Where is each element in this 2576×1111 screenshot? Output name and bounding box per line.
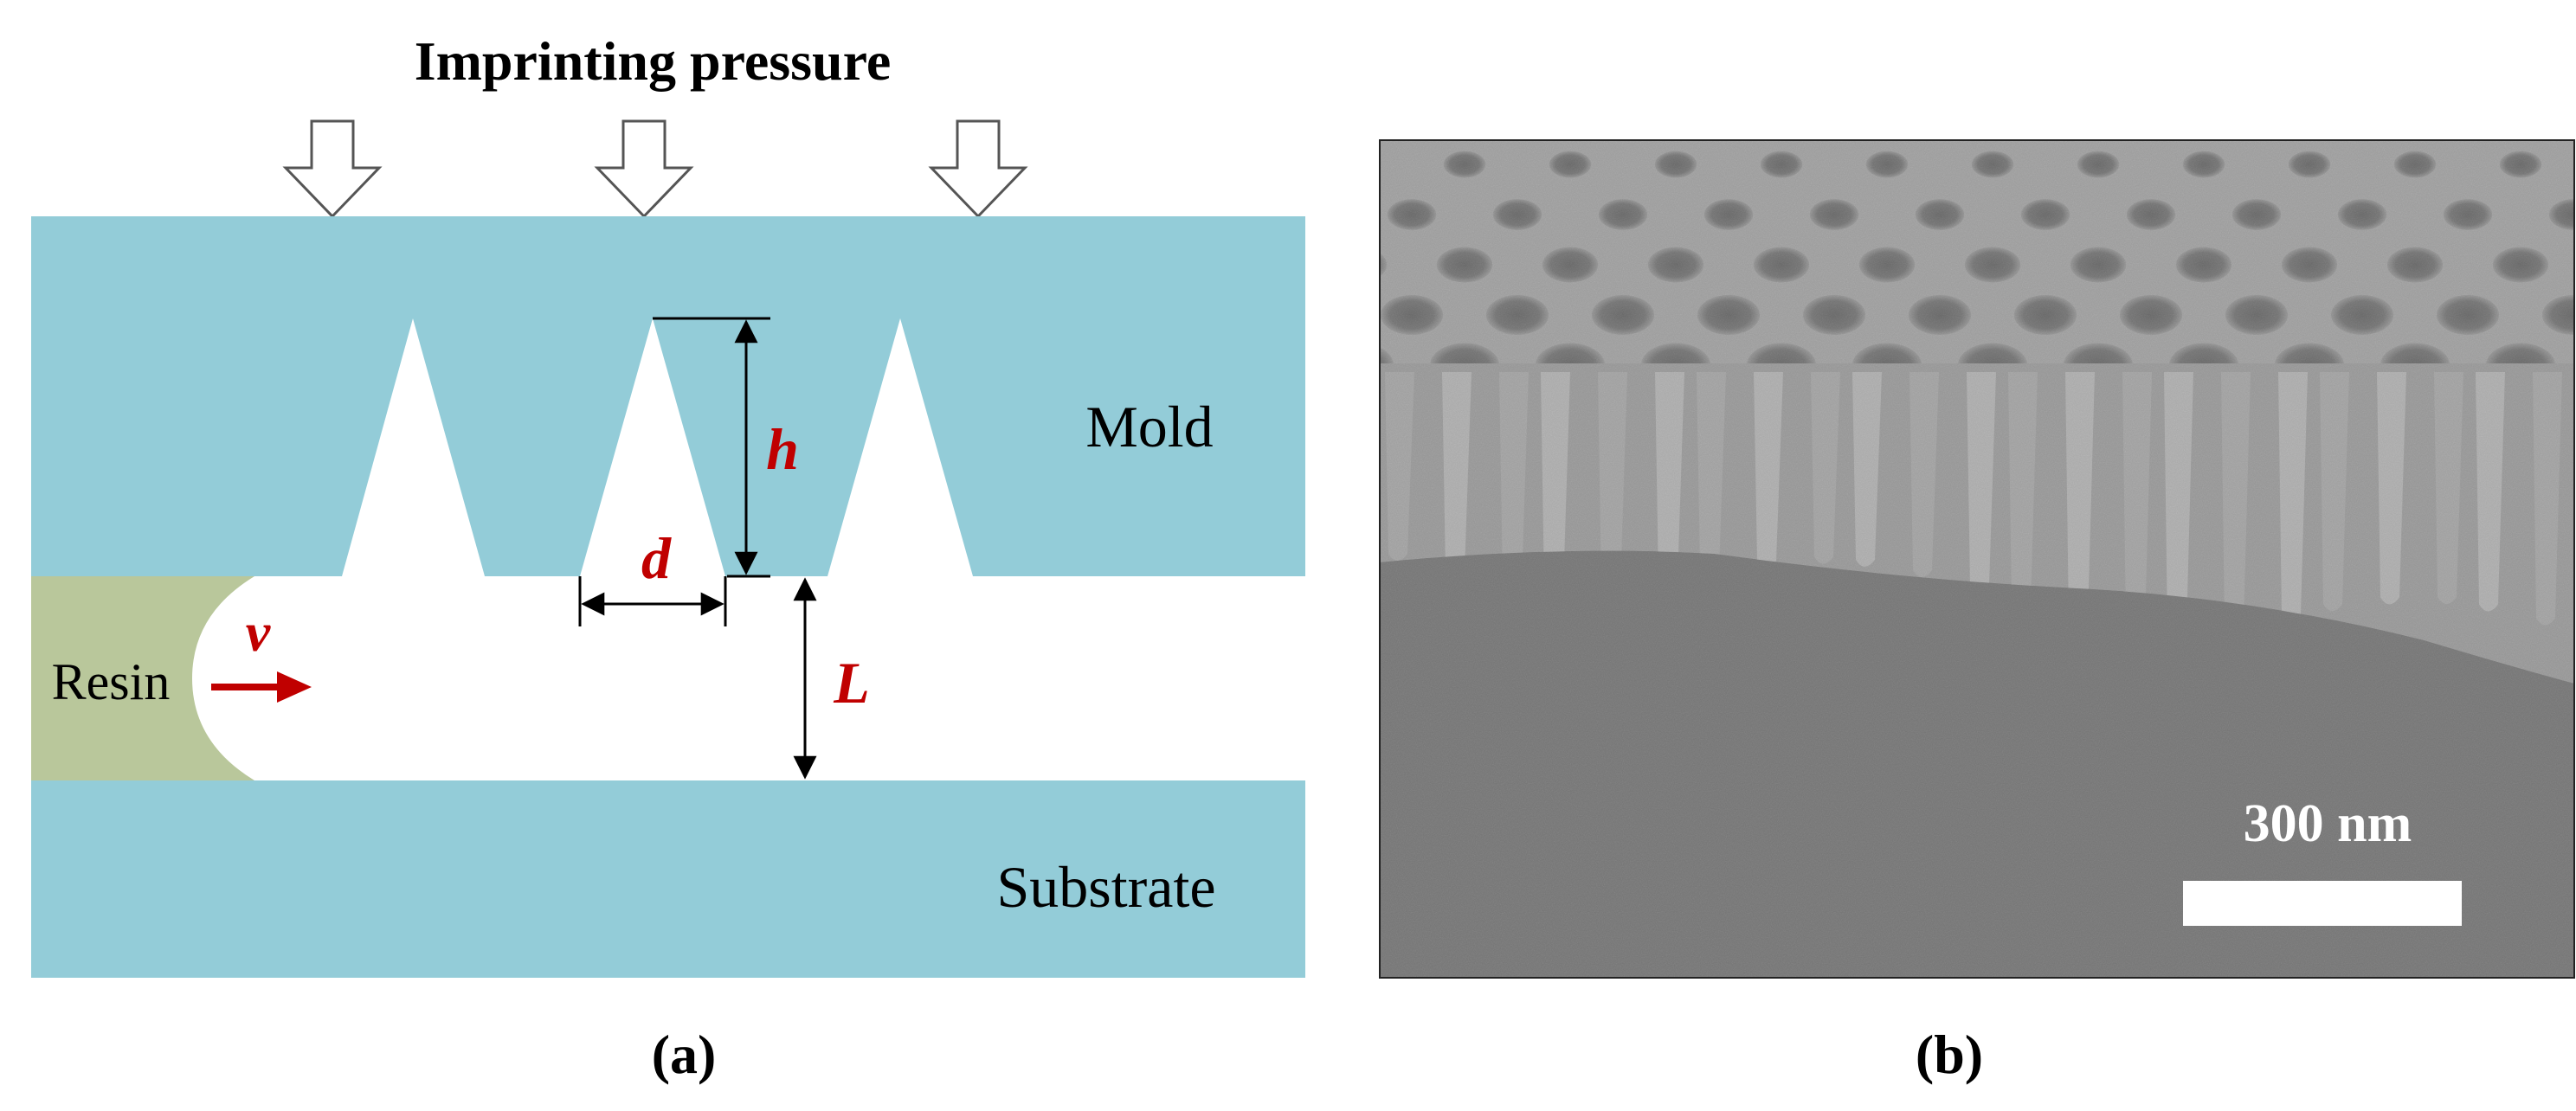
resin	[31, 576, 254, 780]
mold-label: Mold	[1085, 394, 1213, 459]
mold-cavity	[580, 318, 725, 576]
sem-hole	[1380, 253, 1388, 277]
substrate	[31, 780, 1305, 978]
gap-symbol: L	[833, 650, 870, 716]
velocity-arrow	[211, 671, 312, 703]
panel-a-title: Imprinting pressure	[415, 30, 892, 92]
scale-bar	[2183, 881, 2462, 926]
panel-b-caption: (b)	[1916, 1024, 1983, 1085]
dimension-h	[653, 317, 770, 578]
panel-a: Imprinting pressure Mold Resin v Substra…	[31, 30, 1305, 1085]
pressure-arrow-icon	[282, 119, 383, 219]
substrate-label: Substrate	[996, 854, 1215, 920]
resin-label: Resin	[52, 653, 171, 710]
pressure-arrow-icon	[928, 119, 1028, 219]
dimension-d	[578, 576, 727, 626]
pressure-arrow-icon	[594, 119, 694, 219]
panel-b: 300 nm (b)	[1379, 139, 2575, 1085]
mold-cavity	[342, 318, 485, 576]
scale-bar-label: 300 nm	[2244, 794, 2412, 853]
panel-a-caption: (a)	[652, 1024, 717, 1085]
pressure-arrows	[282, 119, 1028, 219]
mold-cavity	[828, 318, 973, 576]
velocity-symbol: v	[246, 601, 271, 663]
height-symbol: h	[766, 416, 799, 482]
gap	[31, 576, 1305, 780]
sem-image	[1380, 140, 2574, 978]
sem-hole	[1380, 163, 1381, 166]
diameter-symbol: d	[641, 525, 672, 591]
